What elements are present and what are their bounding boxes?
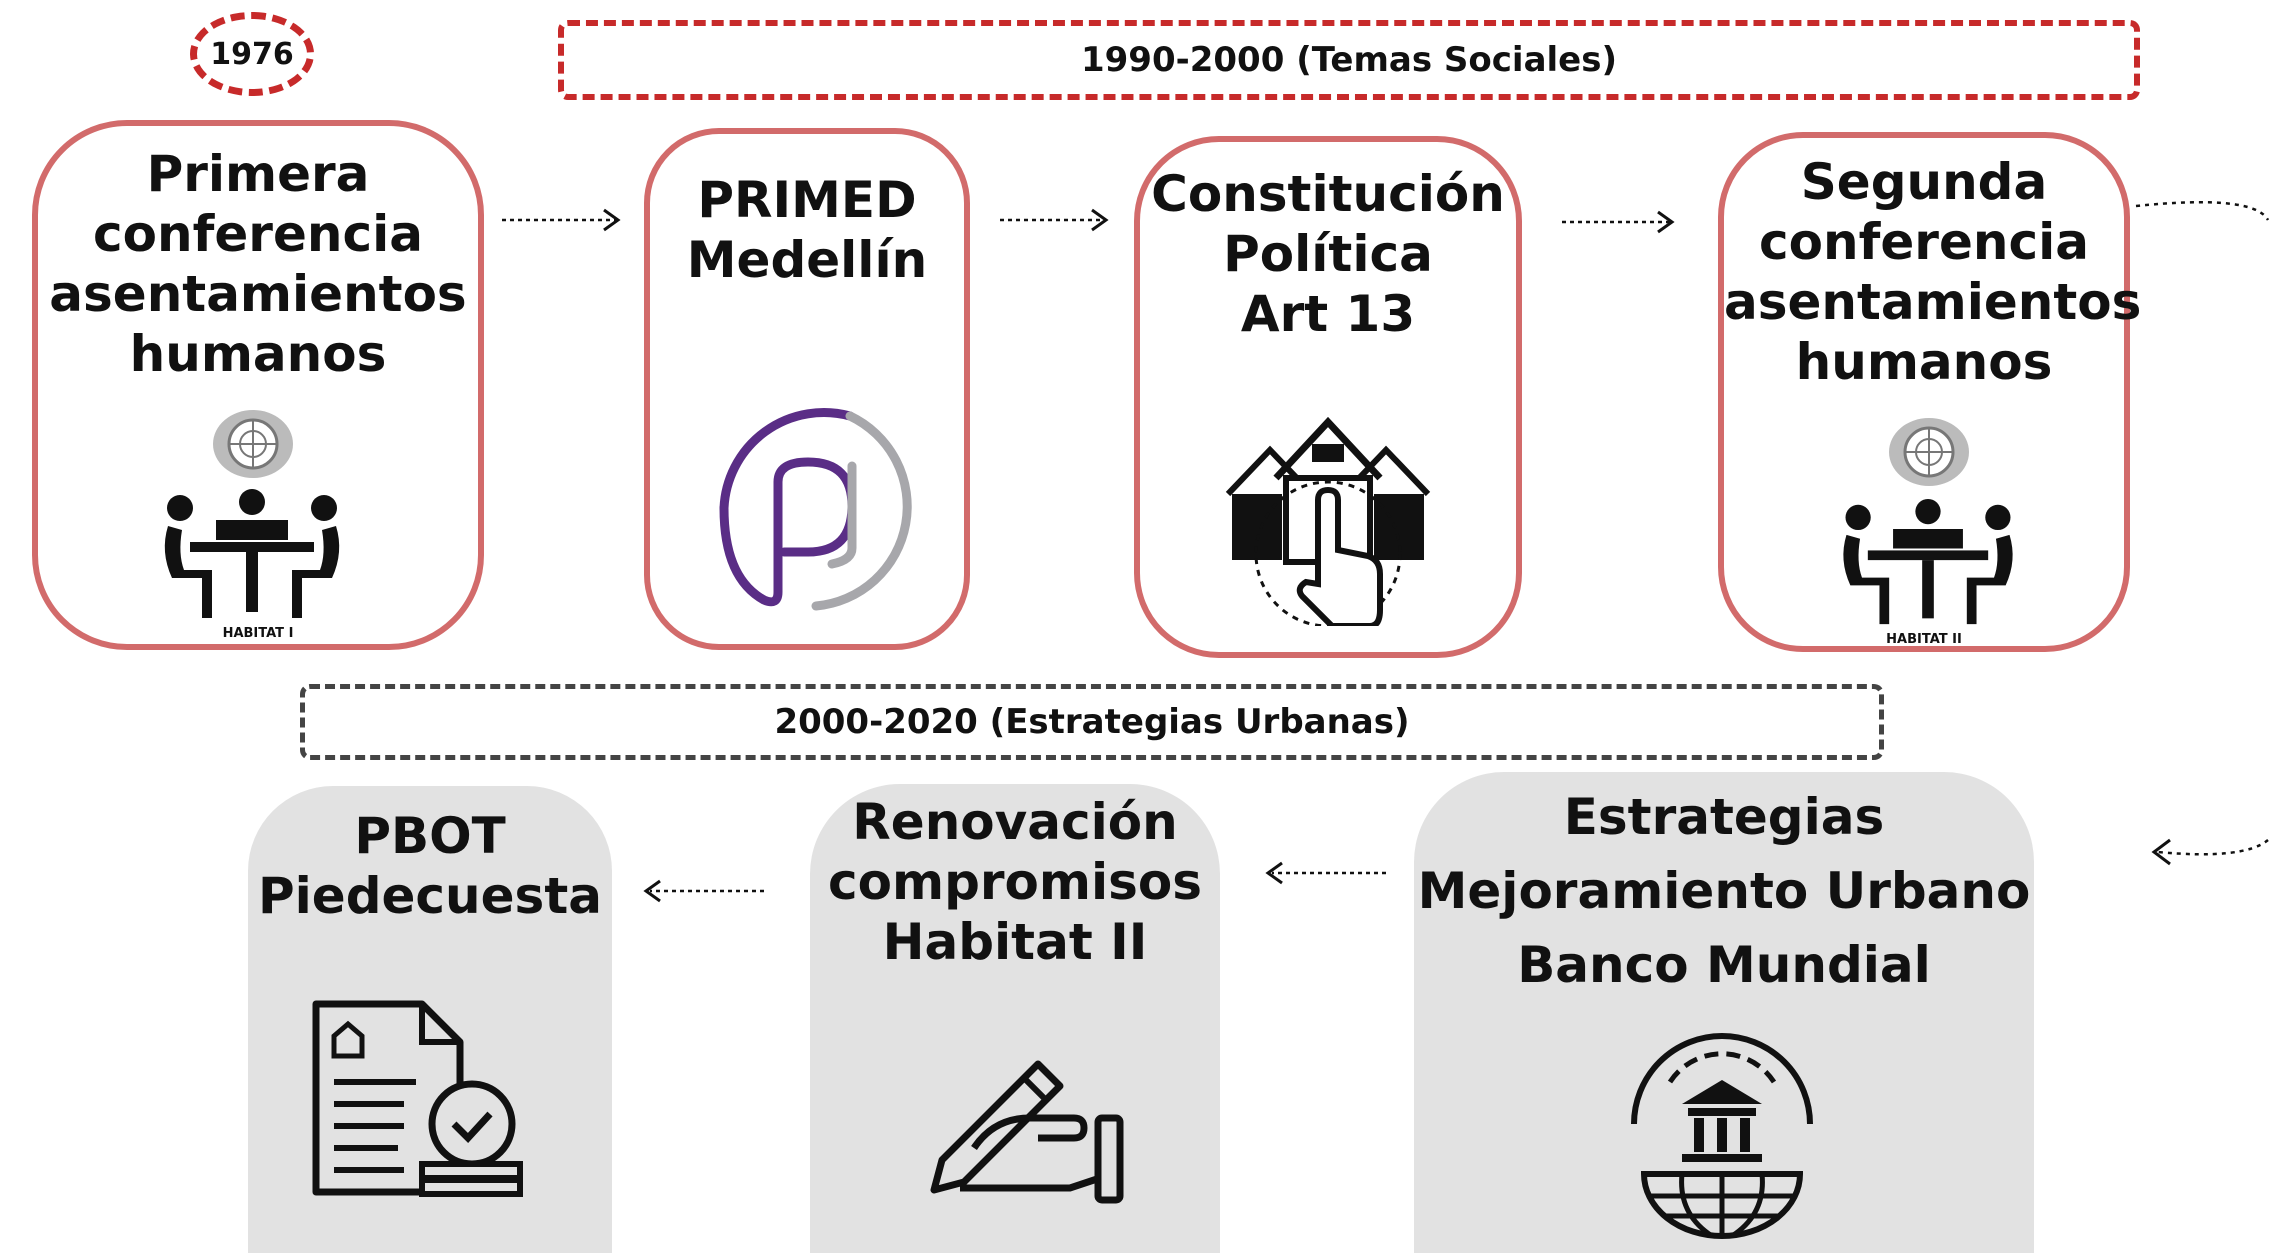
card-title-line: Política — [1223, 225, 1433, 283]
arrow-left — [1265, 861, 1386, 885]
card-title-line: humanos — [1795, 333, 2053, 391]
period-banner-1990-2000: 1990-2000 (Temas Sociales) — [558, 20, 2140, 100]
year-badge: 1976 — [190, 12, 314, 96]
arrow-curve-down — [2135, 200, 2270, 866]
meeting-table-icon — [150, 488, 354, 624]
card-title-line: Renovación — [852, 793, 1178, 851]
period-banner-label: 1990-2000 (Temas Sociales) — [1080, 40, 1617, 80]
card-title-line: compromisos — [828, 853, 1202, 911]
bank-globe-icon — [1622, 1024, 1822, 1248]
arrow-left — [643, 879, 764, 903]
card-title-line: Habitat II — [882, 913, 1148, 971]
card-constitucion: Constitución Política Art 13 — [1134, 136, 1522, 658]
meeting-table-icon — [1826, 498, 2030, 630]
un-emblem-icon — [210, 408, 296, 480]
card-estrategias: Estrategias Mejoramiento Urbano Banco Mu… — [1414, 772, 2034, 1253]
card-pbot: PBOT Piedecuesta — [248, 786, 612, 1253]
period-banner-2000-2020: 2000-2020 (Estrategias Urbanas) — [300, 684, 1884, 760]
arrow-right — [1562, 210, 1675, 234]
document-approved-icon — [312, 1000, 524, 1200]
card-title-line: Estrategias — [1563, 788, 1885, 846]
habitat-caption: HABITAT I — [222, 626, 294, 641]
primed-logo-icon — [700, 392, 928, 620]
card-habitat-1: Primera conferencia asentamientos humano… — [32, 120, 484, 650]
habitat-caption: HABITAT II — [1886, 632, 1962, 647]
card-title-line: conferencia — [93, 205, 423, 263]
un-emblem-icon — [1886, 416, 1972, 488]
card-title-line: Piedecuesta — [258, 867, 602, 925]
card-title-line: Constitución — [1151, 165, 1505, 223]
card-title-line: conferencia — [1759, 213, 2089, 271]
card-title-line: asentamientos — [1724, 273, 2142, 331]
card-habitat-2: Segunda conferencia asentamientos humano… — [1718, 132, 2142, 652]
card-primed: PRIMED Medellín — [644, 128, 970, 650]
card-title-line: asentamientos — [49, 265, 467, 323]
card-renovacion: Renovación compromisos Habitat II — [810, 784, 1220, 1253]
arrow-right — [502, 208, 621, 232]
card-title-line: PRIMED — [697, 171, 917, 229]
period-banner-label: 2000-2020 (Estrategias Urbanas) — [774, 702, 1410, 742]
card-title-line: Primera — [146, 145, 370, 203]
arrow-right — [1000, 208, 1109, 232]
houses-touch-icon — [1220, 404, 1436, 626]
card-title-line: Medellín — [686, 231, 928, 289]
card-title-line: Mejoramiento Urbano — [1417, 862, 2031, 920]
card-title-line: humanos — [129, 325, 387, 383]
hand-writing-icon — [920, 1056, 1130, 1212]
card-title-line: PBOT — [354, 807, 506, 865]
card-title-line: Segunda — [1800, 153, 2048, 211]
card-title-line: Art 13 — [1240, 285, 1416, 343]
year-label: 1976 — [210, 36, 294, 72]
card-title-line: Banco Mundial — [1517, 936, 1931, 994]
